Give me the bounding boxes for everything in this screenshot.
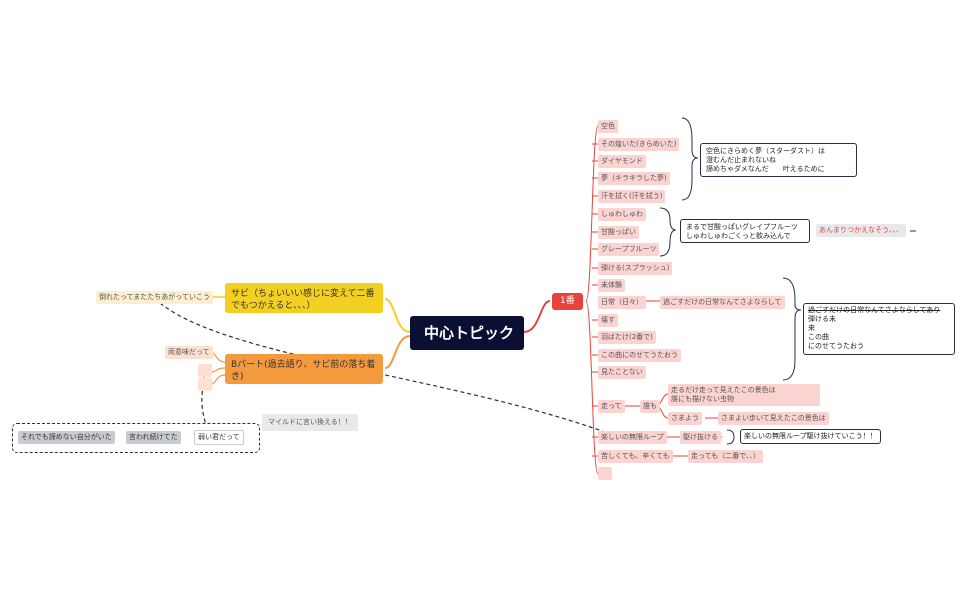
branch-1-item[interactable]: ダイヤモンド <box>598 155 646 168</box>
central-topic[interactable]: 中心トピック <box>410 316 524 350</box>
branch-1-item[interactable]: 羽ばたけ(2番で) <box>598 331 656 344</box>
note-line: まるで甘酸っぱいグレイプフルーツ <box>686 223 798 231</box>
branch-1-item[interactable]: 楽しいの無限ループ <box>598 431 667 444</box>
note-line: しゅわしゅわごくっと飲み込んで <box>686 232 791 240</box>
branch-1-item[interactable]: 甘酸っぱい <box>598 226 639 239</box>
branch-1-item[interactable]: グレープフルーツ <box>598 243 660 256</box>
run-subtopic-detail[interactable]: 走るだけ走って見えたこの景色は 誰にも描けない虫物 <box>668 384 820 406</box>
floating-topic[interactable]: 弱い君だって <box>194 430 244 445</box>
everyday-subtopic[interactable]: 過ごすだけの日常なんてさよならして <box>660 296 785 309</box>
branch-1-node[interactable]: 1番 <box>552 293 583 310</box>
floating-topic[interactable]: 言われ続けてた <box>126 431 181 444</box>
note-line: にのせてうたおう <box>808 342 864 350</box>
sabi-subtopic[interactable]: 倒れたってまたたちあがっていこう <box>96 291 213 304</box>
branch-1-item-empty[interactable] <box>598 467 612 480</box>
branch-1-item[interactable]: 日常（日々） <box>598 296 646 309</box>
branch-1-item[interactable]: しゅわしゅわ <box>598 208 646 221</box>
branch-1-item[interactable]: 見たことない <box>598 366 646 379</box>
bpart-node[interactable]: Bパート(過去語り、サビ前の落ち着き) <box>225 354 383 384</box>
wander-subtopic[interactable]: さまよう <box>668 412 702 425</box>
note-line: 来 <box>808 324 815 332</box>
note-line: 弾ける未 <box>808 315 836 323</box>
wander-subtopic-detail[interactable]: さまよい歩いて見えたこの景色は <box>718 412 829 425</box>
bpart-subtopic[interactable]: 両意味だって <box>165 346 213 359</box>
loop-note[interactable]: 楽しいの無限ループ駆け抜けていこう！！ <box>740 429 881 444</box>
branch-1-item[interactable]: 苦しくても、辛くても <box>598 450 673 463</box>
note-line: 澄むんだ止まれないね <box>706 156 776 164</box>
lyric-note-3[interactable]: 過ごすだけの日常なんてさよならしてあり 弾ける未 来 この曲 にのせてうたおう <box>803 303 955 355</box>
branch-1-item[interactable]: 未体験 <box>598 279 625 292</box>
note-line: 過ごすだけの日常なんてさよならしてあり <box>808 306 941 314</box>
bpart-subtopic-empty[interactable] <box>198 364 212 377</box>
branch-1-item[interactable]: 壊す <box>598 314 618 327</box>
branch-1-item[interactable]: この曲にのせてうたおう <box>598 349 681 362</box>
branch-1-item[interactable]: その煌いた(きらめいた) <box>598 138 680 151</box>
comment-tag[interactable]: あんまりつかえなそう、、、 <box>816 224 907 237</box>
run-subtopic[interactable]: 誰も <box>640 400 660 413</box>
branch-1-item[interactable]: 走って <box>598 400 625 413</box>
loop-subtopic[interactable]: 駆け抜ける <box>680 431 721 444</box>
floating-topic[interactable]: それでも諦めない自分がいた <box>18 431 115 444</box>
branch-1-item[interactable]: 夢（キラキラした夢) <box>598 172 670 185</box>
lyric-note-2[interactable]: まるで甘酸っぱいグレイプフルーツ しゅわしゅわごくっと飲み込んで <box>680 219 810 243</box>
note-line: 諦めちゃダメなんだ 叶えるために <box>706 165 825 173</box>
mild-comment[interactable]: マイルドに言い換える！！ <box>262 414 358 431</box>
lyric-note-1[interactable]: 空色にきらめく夢（スターダスト）は 澄むんだ止まれないね 諦めちゃダメなんだ 叶… <box>700 143 857 177</box>
hard-subtopic[interactable]: 走っても（二番で、、） <box>688 450 764 463</box>
sabi-node[interactable]: サビ（ちょいいい感じに変えて二番でもつかえると、、、） <box>225 283 383 313</box>
bpart-subtopic-empty[interactable] <box>198 378 212 391</box>
branch-1-item[interactable]: 弾ける(スプラッシュ) <box>598 262 673 275</box>
note-line: 空色にきらめく夢（スターダスト）は <box>706 147 825 155</box>
branch-1-item[interactable]: 空色 <box>598 120 618 133</box>
note-line: この曲 <box>808 333 829 341</box>
branch-1-item[interactable]: 汗を拭く(汗を拭う) <box>598 190 666 203</box>
